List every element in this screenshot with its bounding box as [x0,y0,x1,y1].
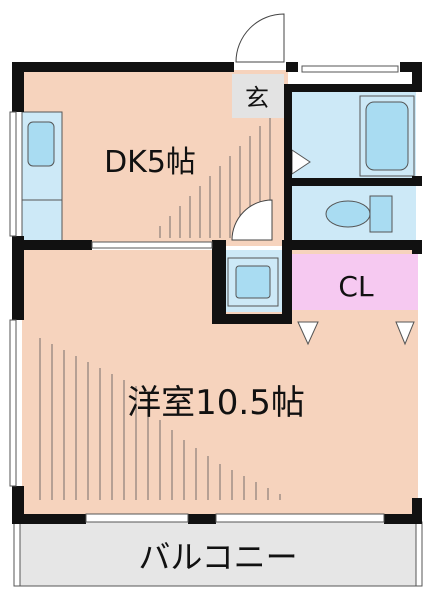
closet-door-right-icon [395,321,415,346]
closet-label: CL [338,270,374,303]
balcony-floor [13,521,423,587]
genkan-label-box [234,76,280,114]
genkan-label: 玄 [245,84,269,112]
western-room-label: 洋室10.5帖 [127,383,305,423]
dk-label: DK5帖 [104,145,196,180]
dk-floor-hatching [159,118,271,238]
balcony-rail-left [13,521,21,587]
kitchen-sink-icon [27,121,55,167]
bathtub-icon [365,101,409,171]
windows [9,65,399,523]
washing-machine-drum [235,265,271,299]
walls [12,62,422,524]
western-room-hatching [39,338,281,500]
balcony-rail-right [415,521,423,587]
closet-floor [290,254,418,310]
closet-door-left-icon [297,321,319,346]
toilet-icon [325,195,393,233]
door-swing-icon [231,13,285,241]
balcony-label: バルコニー [138,538,297,576]
